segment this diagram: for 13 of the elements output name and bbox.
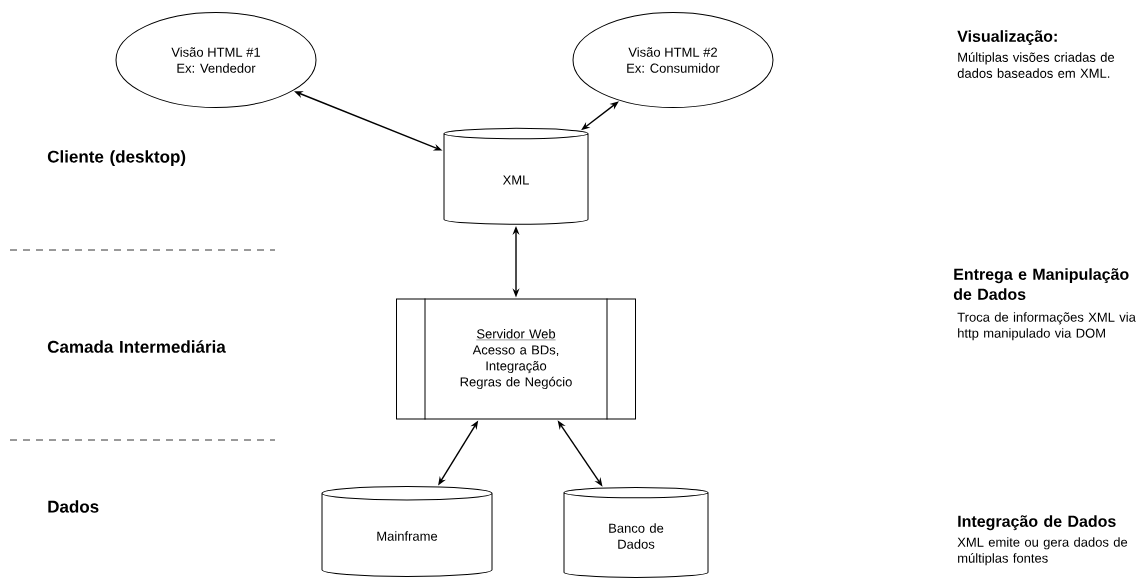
description-text: XML emite ou gera dados de múltiplas fontes <box>957 537 1128 566</box>
section-heading: Visualização: <box>957 30 1057 46</box>
database-cylinder: Banco de Dados <box>563 486 709 578</box>
section-heading: Integração de Dados <box>958 515 1116 531</box>
database-cylinder: Mainframe <box>321 485 493 577</box>
description-text: Múltiplas visões criadas de dados baseados em XML. <box>957 52 1115 78</box>
server-box: Servidor Web Acesso a BDs, Integração Regras de Negócio <box>396 298 636 420</box>
section-heading: Entrega e Manipulação de Dados <box>953 268 1129 300</box>
database-cylinder: XML <box>443 127 589 225</box>
layer-label: Camada Intermediária <box>47 340 226 353</box>
description-text: Troca de informações XML via http manipulado via DOM <box>957 312 1136 341</box>
layer-label: Dados <box>48 500 99 513</box>
layer-label: Cliente (desktop) <box>47 150 186 167</box>
